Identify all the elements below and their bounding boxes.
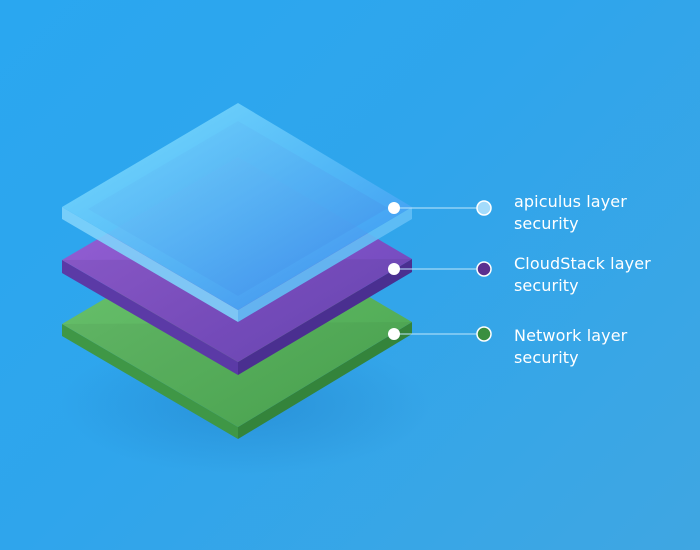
- cloudstack-label-line1: CloudStack layer: [514, 254, 651, 273]
- apiculus-label-line2: security: [514, 214, 579, 233]
- apiculus-layer-plate: [62, 103, 412, 322]
- apiculus-connector: [388, 200, 492, 216]
- network-label-line1: Network layer: [514, 326, 628, 345]
- network-connector: [388, 326, 492, 342]
- network-label-line2: security: [514, 348, 579, 367]
- cloudstack-label-line2: security: [514, 276, 579, 295]
- apiculus-anchor-dot: [388, 202, 400, 214]
- cloudstack-layer-label: CloudStack layer security: [514, 253, 694, 297]
- cloudstack-connector: [388, 261, 492, 277]
- apiculus-label-line1: apiculus layer: [514, 192, 627, 211]
- cloudstack-anchor-dot: [388, 263, 400, 275]
- network-anchor-dot: [388, 328, 400, 340]
- cloudstack-marker-icon: [476, 261, 492, 277]
- network-marker-icon: [476, 326, 492, 342]
- network-layer-label: Network layer security: [514, 325, 694, 369]
- apiculus-layer-label: apiculus layer security: [514, 191, 694, 235]
- apiculus-marker-icon: [476, 200, 492, 216]
